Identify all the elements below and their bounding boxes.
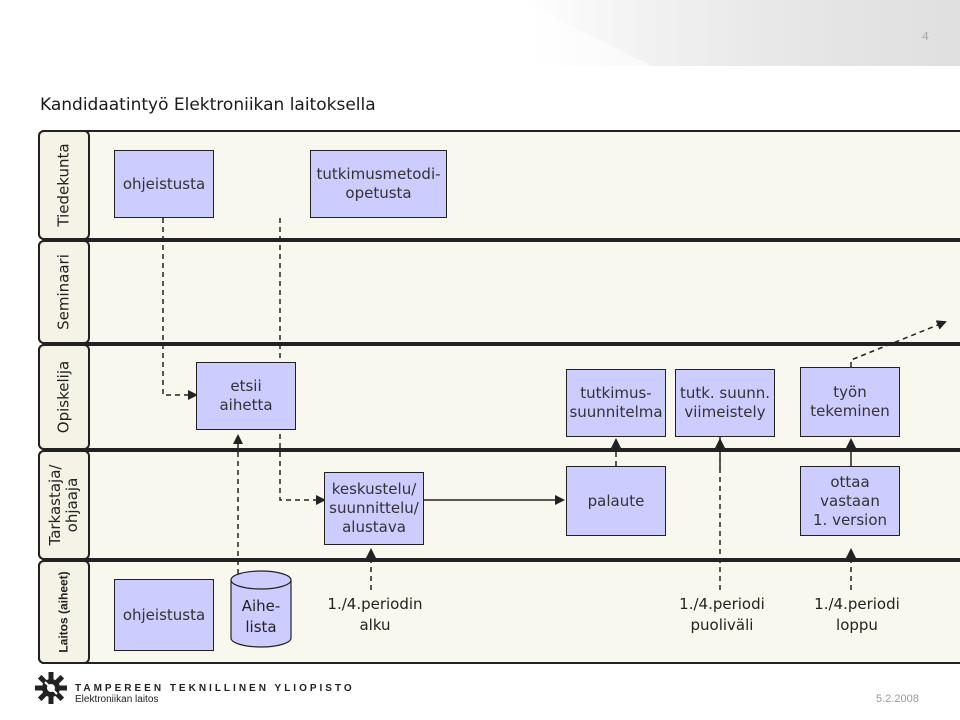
box-tutk-suunn-viimeistely[interactable]: tutk. suunn. viimeistely: [675, 369, 775, 437]
box-tutkimusmetodi-opetusta[interactable]: tutkimusmetodi- opetusta: [310, 150, 447, 218]
box-tutkimussuunnitelma[interactable]: tutkimus- suunnitelma: [566, 369, 666, 437]
footer-university: TAMPEREEN TEKNILLINEN YLIOPISTO: [75, 683, 355, 694]
box-ohjeistusta-laitos[interactable]: ohjeistusta: [114, 579, 214, 651]
aihelista-label: Aihe- lista: [241, 597, 281, 636]
timeline-puolivali: 1./4.periodi puoliväli: [679, 595, 765, 634]
slide-number: 4: [922, 30, 929, 43]
slide-title: Kandidaatintyö Elektroniikan laitoksella: [40, 95, 376, 115]
lane-label-seminaari: Seminaari: [38, 240, 90, 344]
footer-date: 5.2.2008: [876, 693, 919, 705]
lane-label-tarkastaja: Tarkastaja/ ohjaaja: [38, 450, 90, 560]
university-logo-icon: [35, 672, 67, 704]
lane-label-opiskelija: Opiskelija: [38, 344, 90, 450]
box-ohjeistusta-tiedekunta[interactable]: ohjeistusta: [114, 150, 214, 218]
box-ottaa-vastaan[interactable]: ottaa vastaan 1. version: [800, 466, 900, 536]
timeline-alku: 1./4.periodin alku: [327, 595, 423, 634]
lane-label-laitos: Laitos (aiheet): [38, 560, 90, 664]
box-etsii-aihetta[interactable]: etsii aihetta: [196, 362, 296, 430]
box-palaute[interactable]: palaute: [566, 466, 666, 536]
box-keskustelu-suunnittelu[interactable]: keskustelu/ suunnittelu/ alustava: [324, 472, 424, 545]
box-tyon-tekeminen[interactable]: työn tekeminen: [800, 367, 900, 437]
lane-label-tiedekunta: Tiedekunta: [38, 130, 90, 240]
timeline-loppu: 1./4.periodi loppu: [814, 595, 900, 634]
footer-department: Elektroniikan laitos: [75, 694, 159, 705]
top-banner: [0, 0, 960, 66]
lane-seminaari: Seminaari: [38, 240, 960, 344]
aihelista-cylinder-icon[interactable]: [228, 570, 294, 650]
